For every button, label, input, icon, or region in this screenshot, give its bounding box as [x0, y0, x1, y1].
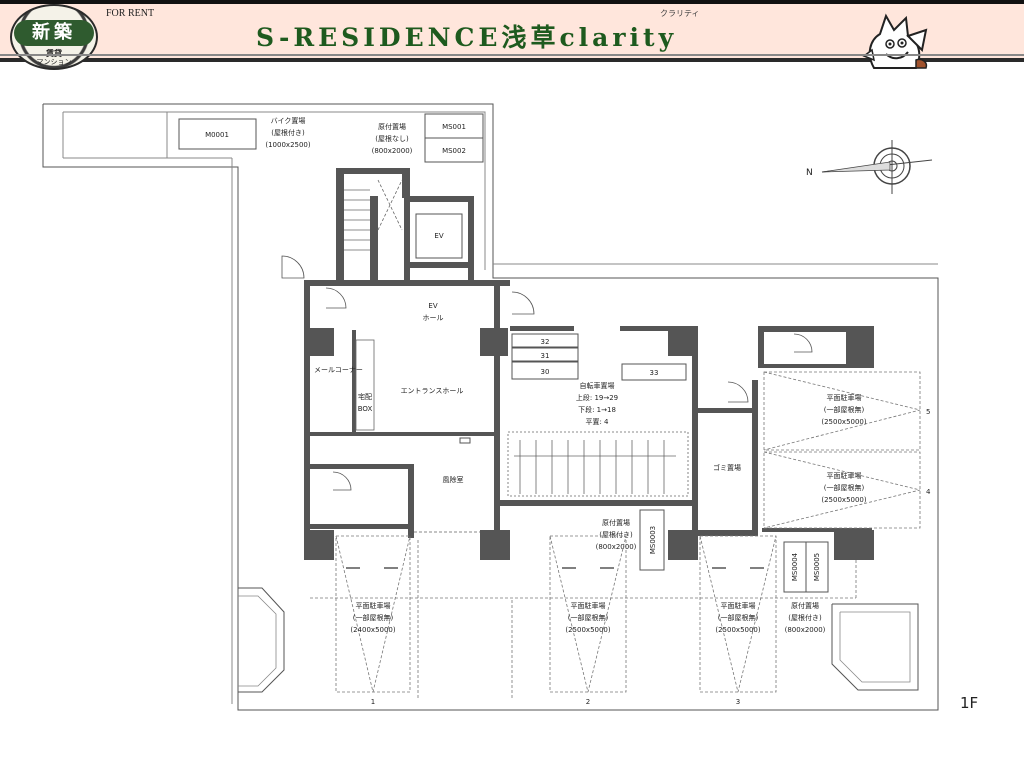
moped-top-label-1: 原付置場 [378, 122, 406, 131]
floor-label: 1F [960, 694, 979, 712]
parking-5-label-2: (一部屋根無) [824, 405, 865, 414]
bicycle-parking-label-2: 上段: 19→29 [576, 393, 618, 402]
bicycle-rack-grid [507, 431, 689, 497]
ev-hall-label-1: EV [428, 302, 437, 310]
moped-slot-ms0005: MS0005 [813, 553, 821, 581]
bicycle-parking-label-4: 平置: 4 [585, 418, 609, 426]
bike-parking-code: M0001 [205, 131, 229, 139]
parking-2-label-1: 平面駐車場 [571, 601, 606, 610]
entrance-hall-label: エントランスホール [401, 387, 464, 395]
parking-2-number: 2 [586, 698, 590, 706]
ev-hall-label-2: ホール [423, 314, 444, 322]
parking-1-label-2: (一部屋根無) [353, 613, 394, 622]
north-compass-icon [821, 140, 933, 194]
parking-3-label-2: (一部屋根無) [718, 613, 759, 622]
parking-1-label-1: 平面駐車場 [356, 601, 391, 610]
bicycle-rack-32: 32 [541, 338, 550, 346]
bay-window [238, 587, 285, 693]
moped-mid-label-3: (800x2000) [596, 543, 637, 551]
moped-slot-ms002 [424, 137, 484, 163]
bike-parking-label-1: バイク置場 [271, 116, 306, 125]
parking-4-label-3: (2500x5000) [821, 496, 867, 504]
bicycle-rack-31: 31 [541, 352, 550, 360]
moped-slot-ms002-label: MS002 [442, 147, 466, 155]
elevator-label: EV [434, 232, 443, 240]
windbreak-room-label: 風除室 [443, 475, 464, 484]
bike-parking-slot [178, 118, 257, 150]
mail-corner-label: メールコーナー [314, 366, 363, 374]
parking-4-label-1: 平面駐車場 [827, 471, 862, 480]
delivery-box-label-2: BOX [358, 405, 373, 413]
parking-3-label-1: 平面駐車場 [721, 601, 756, 610]
moped-mid-label-1: 原付置場 [602, 518, 630, 527]
site-boundary [42, 103, 939, 711]
moped-right-label-2: (屋根付き) [788, 613, 822, 622]
bicycle-parking-label-3: 下段: 1→18 [578, 405, 616, 414]
staircase [344, 179, 403, 251]
page-title: S-RESIDENCE浅草clarity [256, 23, 678, 52]
parking-3-label-3: (2500x5000) [715, 626, 761, 634]
moped-right-label-1: 原付置場 [791, 601, 819, 610]
moped-right-label-3: (800x2000) [785, 626, 826, 634]
bicycle-rack-30: 30 [541, 368, 550, 376]
parking-2-label-2: (一部屋根無) [568, 613, 609, 622]
parking-3-number: 3 [736, 698, 740, 706]
parking-5-label-3: (2500x5000) [821, 418, 867, 426]
bicycle-parking-label-1: 自転車置場 [580, 381, 615, 390]
parking-5-label-1: 平面駐車場 [827, 393, 862, 402]
parking-2-label-3: (2500x5000) [565, 626, 611, 634]
parking-1-number: 1 [371, 698, 375, 706]
bicycle-rack-33: 33 [650, 369, 659, 377]
header-banner: 新築 賃貸 マンション FOR RENT クラリティ S-RESIDENCE浅草… [0, 0, 1024, 70]
moped-slot-ms0004: MS0004 [791, 552, 799, 581]
title-ruby: クラリティ [660, 9, 700, 18]
moped-top-label-3: (800x2000) [372, 147, 413, 155]
moped-slot-ms0003: MS0003 [649, 526, 657, 554]
moped-mid-label-2: (屋根付き) [599, 530, 633, 539]
bike-parking-label-3: (1000x2500) [265, 141, 311, 149]
planter [831, 603, 919, 691]
for-rent-label: FOR RENT [106, 8, 155, 19]
bike-parking-label-2: (屋根付き) [271, 128, 305, 137]
new-construction-logo: 新築 賃貸 マンション [10, 4, 98, 70]
delivery-box-label-1: 宅配 [358, 392, 372, 401]
garbage-room-label: ゴミ置場 [713, 463, 741, 472]
parking-5-number: 5 [926, 408, 930, 416]
parking-1-label-3: (2400x5000) [350, 626, 396, 634]
parking-4-label-2: (一部屋根無) [824, 483, 865, 492]
parking-4-number: 4 [926, 488, 931, 496]
moped-top-label-2: (屋根なし) [375, 134, 409, 143]
compass-north-label: N [806, 168, 813, 178]
logo-sub-text-2: マンション [36, 58, 72, 66]
logo-main-text: 新築 [14, 20, 94, 46]
moped-slot-ms001-label: MS001 [442, 123, 466, 131]
